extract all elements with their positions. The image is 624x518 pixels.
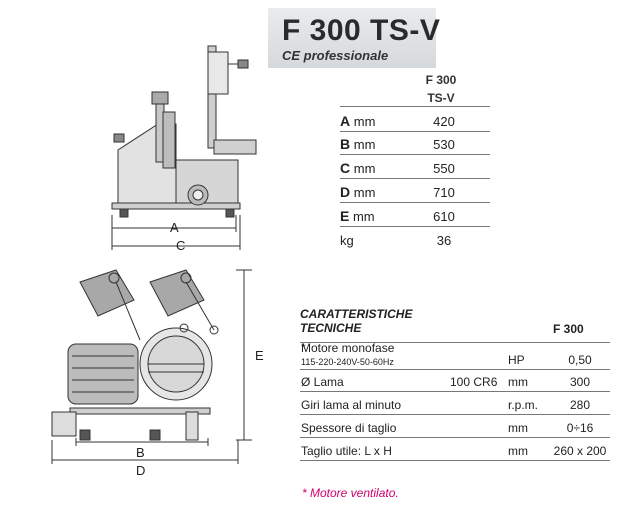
- rpm-label: Giri lama al minuto: [301, 398, 402, 412]
- spec-row-rpm: Giri lama al minuto r.p.m. 280: [300, 392, 610, 415]
- blade-label: Ø Lama: [301, 375, 344, 389]
- spec-row-cut: Taglio utile: L x H mm 260 x 200: [300, 438, 610, 461]
- model-subtitle: CE professionale: [282, 48, 389, 63]
- dimension-value: 36: [436, 233, 452, 248]
- dimension-letter: A: [340, 113, 351, 129]
- characteristics-title-line1: CARATTERISTICHE: [300, 307, 413, 321]
- blade-value: 300: [569, 375, 591, 389]
- side-view-drawing: [111, 45, 257, 250]
- dimension-label-c: C: [176, 238, 185, 253]
- dimension-unit: mm: [353, 137, 376, 152]
- dimension-value: 710: [433, 185, 455, 200]
- dimension-row-d: D mm 710: [340, 178, 490, 203]
- cut-label: Taglio utile: L x H: [301, 444, 392, 458]
- dimension-unit: mm: [353, 185, 376, 200]
- characteristics-model: F 300: [553, 322, 584, 336]
- dimension-label-e: E: [255, 348, 264, 363]
- dimension-value: 420: [433, 114, 455, 129]
- dimension-unit: mm: [353, 114, 376, 129]
- dimension-unit: mm: [353, 161, 376, 176]
- rpm-unit: r.p.m.: [508, 398, 539, 412]
- motor-label: Motore monofase: [301, 341, 395, 355]
- dimension-label-b: B: [136, 445, 145, 460]
- front-view-drawing: [51, 269, 252, 464]
- dimension-letter: C: [340, 160, 351, 176]
- characteristics-title-line2: TECNICHE: [300, 321, 362, 335]
- blade-steel: 100 CR6: [450, 375, 498, 389]
- blade-unit: mm: [508, 375, 528, 389]
- dimension-unit: kg: [340, 233, 354, 248]
- motor-asterisk: *: [301, 341, 306, 355]
- spec-row-blade: Ø Lama 100 CR6 mm 300: [300, 369, 610, 392]
- thickness-label: Spessore di taglio: [301, 421, 397, 435]
- dimension-value: 550: [433, 161, 455, 176]
- dimensions-model-line2: TS-V: [427, 91, 455, 105]
- dimension-unit: mm: [352, 209, 375, 224]
- dimension-row-weight: kg 36: [340, 226, 490, 250]
- dimension-value: 530: [433, 137, 455, 152]
- dimension-row-b: B mm 530: [340, 130, 490, 155]
- motor-unit: HP: [508, 353, 525, 367]
- motor-value: 0,50: [568, 353, 592, 367]
- dimension-label-a: A: [170, 220, 179, 235]
- dimension-label-d: D: [136, 463, 145, 478]
- dimension-row-c: C mm 550: [340, 154, 490, 179]
- dimensions-model-line1: F 300: [425, 73, 457, 87]
- dimension-letter: E: [340, 208, 350, 224]
- dimension-letter: B: [340, 136, 351, 152]
- characteristics-title: CARATTERISTICHE TECNICHE: [300, 307, 412, 335]
- model-title: F 300 TS-V: [282, 14, 441, 47]
- thickness-value: 0÷16: [566, 421, 594, 435]
- cut-unit: mm: [508, 444, 528, 458]
- footnote: * Motore ventilato.: [302, 486, 399, 500]
- title-plate: [268, 8, 436, 68]
- dimension-letter: D: [340, 184, 351, 200]
- dimension-value: 610: [433, 209, 455, 224]
- thickness-unit: mm: [508, 421, 528, 435]
- motor-voltages: 115-220-240V-50-60Hz: [301, 357, 394, 367]
- cut-value: 260 x 200: [553, 444, 607, 458]
- spec-row-motor: Motore monofase * 115-220-240V-50-60Hz H…: [300, 341, 610, 370]
- dimension-row-a: A mm 420: [340, 106, 490, 132]
- rpm-value: 280: [569, 398, 591, 412]
- spec-row-thickness: Spessore di taglio mm 0÷16: [300, 415, 610, 438]
- dimension-row-e: E mm 610: [340, 202, 490, 227]
